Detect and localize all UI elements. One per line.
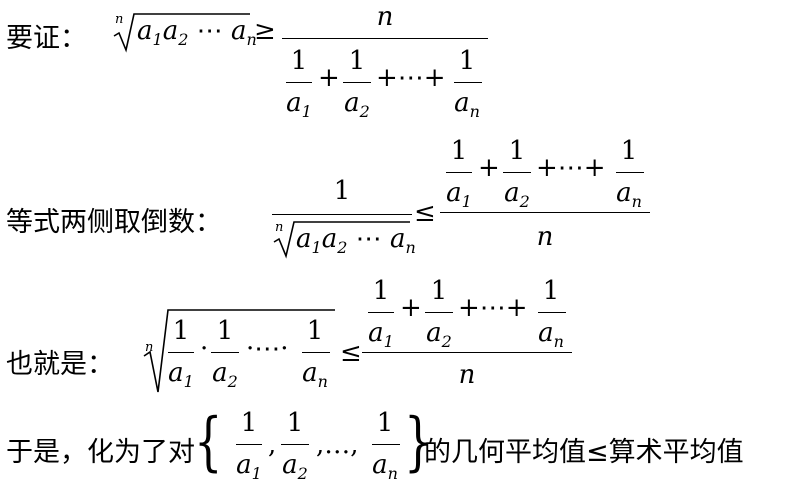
root-index: n [145,340,154,355]
reciprocal-label: 等式两侧取倒数： [6,207,222,238]
den-an: an [372,450,398,483]
plus: + [400,293,422,323]
root-index: n [115,12,124,27]
num-1: 1 [376,408,394,438]
plus-cdots-plus: +⋯+ [536,153,606,183]
small-bar [368,312,394,313]
left-brace: { [194,405,223,479]
small-bar [454,82,482,83]
small-bar [211,352,239,353]
den-a2: a2 [504,178,530,211]
den-an: an [538,318,564,351]
product-a1-an: a1a2 ⋯ an [296,224,416,257]
right-brace: } [404,405,433,479]
num-1: 1 [216,316,234,346]
small-bar [425,312,453,313]
dot: · [200,334,209,364]
num-1: 1 [508,136,526,166]
num-1: 1 [306,316,324,346]
main-fraction-bar [362,352,572,353]
small-bar [446,172,472,173]
small-bar [236,444,262,445]
numerator-n: n [376,2,394,32]
small-bar [372,444,400,445]
num-1: 1 [620,136,638,166]
num-1: 1 [430,276,448,306]
num-1: 1 [290,46,308,76]
main-fraction-bar [440,212,650,213]
den-a2: a2 [426,318,452,351]
den-a2: a2 [282,450,308,483]
fraction-bar [282,38,488,39]
thus-tail: 的几何平均值≤算术平均值 [424,437,744,468]
den-a1: a1 [286,88,312,121]
radical-sign [143,309,335,393]
den-an: an [302,358,328,391]
num-1: 1 [458,46,476,76]
num-1: 1 [348,46,366,76]
radical-sign [113,13,250,53]
num-1: 1 [286,408,304,438]
prove-label: 要证： [6,23,87,54]
small-bar [302,352,330,353]
thus-label: 于是，化为了对 [6,437,195,468]
geq-sign: ≥ [254,16,276,46]
comma: , [268,430,277,460]
denominator-n: n [458,360,476,390]
small-bar [168,352,194,353]
num-1: 1 [240,408,258,438]
numerator-1: 1 [333,176,351,206]
comma-ellipsis-comma: ,…, [316,430,359,460]
den-a1: a1 [446,178,472,211]
plus-cdots-plus: +⋯+ [458,293,528,323]
fraction-bar [272,214,412,215]
small-bar [286,82,312,83]
small-bar [503,172,531,173]
leq-sign: ≤ [414,198,436,228]
small-bar [616,172,644,173]
plus: + [318,63,340,93]
num-1: 1 [372,276,390,306]
den-an: an [616,178,642,211]
plus: + [478,153,500,183]
denominator-n: n [536,222,554,252]
small-bar [281,444,309,445]
small-bar [343,82,371,83]
num-1: 1 [172,316,190,346]
leq-sign: ≤ [340,338,362,368]
den-a2: a2 [212,358,238,391]
root-index: n [275,220,284,235]
den-a2: a2 [344,88,370,121]
den-an: an [454,88,480,121]
num-1: 1 [450,136,468,166]
den-a1: a1 [236,450,262,483]
product-a1-an: a1a2 ⋯ an [137,16,257,49]
den-a1: a1 [368,318,394,351]
dot-cdots-dot: ·⋯· [246,334,289,364]
radical-sign [273,221,410,259]
den-a1: a1 [168,358,194,391]
thatis-label: 也就是： [6,349,114,380]
plus-cdots-plus: +⋯+ [376,63,446,93]
small-bar [538,312,566,313]
num-1: 1 [542,276,560,306]
